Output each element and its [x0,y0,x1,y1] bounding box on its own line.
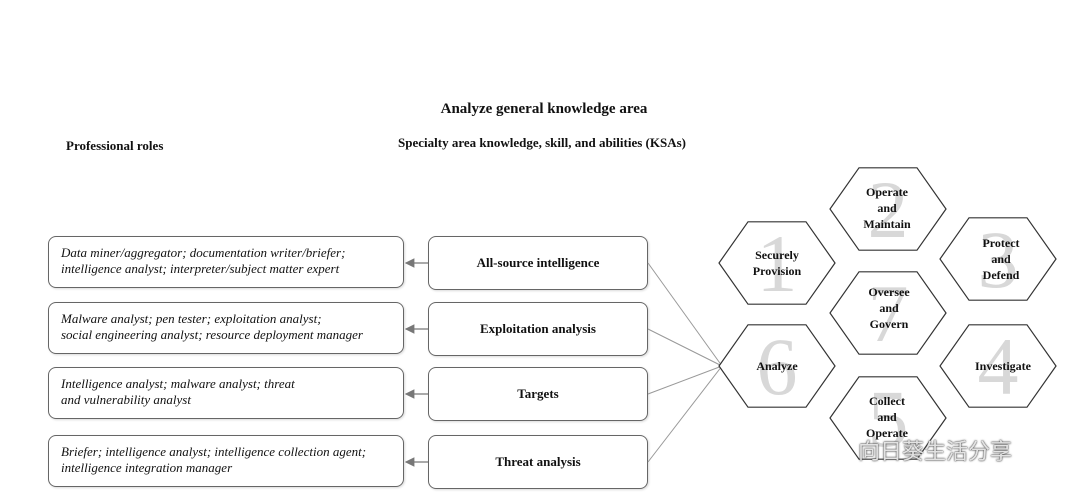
connector-line [647,365,723,395]
hexagon-collect-and-operate [829,376,947,460]
role-box-exploitation: Malware analyst; pen tester; exploitatio… [48,302,404,354]
hexagon-number: 4 [978,321,1019,412]
hex-label-analyze: Analyze [756,359,798,373]
role-text-line2: social engineering analyst; resource dep… [61,327,363,342]
hexagon-securely-provision [718,221,836,305]
diagram-subtitle: Specialty area knowledge, skill, and abi… [398,135,686,150]
watermark: 向日葵生活分享 [812,434,1012,466]
area-label: Targets [517,386,559,401]
role-text-line2: and vulnerability analyst [61,392,191,407]
professional-roles-heading: Professional roles [66,138,164,153]
area-label: Exploitation analysis [480,321,596,336]
role-box-targets: Intelligence analyst; malware analyst; t… [48,367,404,419]
hexagon-number: 3 [978,214,1019,305]
hexagon-investigate [939,324,1057,408]
area-label: All-source intelligence [476,255,600,270]
hex-label-investigate: Investigate [975,359,1031,373]
hexagon-oversee-and-govern [829,271,947,355]
diagram-title: Analyze general knowledge area [440,101,648,117]
wechat-icon [814,438,849,462]
role-text-line1: Briefer; intelligence analyst; intellige… [61,444,367,459]
hexagon-operate-and-maintain [829,167,947,251]
area-box-all-source-intelligence: All-source intelligence [428,236,648,290]
hexagon-analyze [718,324,836,408]
role-text-line2: intelligence integration manager [61,460,233,475]
area-box-targets: Targets [428,367,648,421]
role-text-line1: Intelligence analyst; malware analyst; t… [61,376,295,391]
connector-line [647,262,723,367]
hexagon-number: 6 [757,321,798,412]
area-box-exploitation-analysis: Exploitation analysis [428,302,648,356]
role-box-all-source: Data miner/aggregator; documentation wri… [48,236,404,288]
hexagon-protect-and-defend [939,217,1057,301]
area-label: Threat analysis [495,454,581,469]
watermark-text: 向日葵生活分享 [858,440,1013,465]
connector-line [647,328,723,367]
role-box-threat: Briefer; intelligence analyst; intellige… [48,435,404,487]
role-text-line1: Malware analyst; pen tester; exploitatio… [61,311,322,326]
connector-line [647,365,723,463]
hexagon-number: 5 [868,373,909,464]
role-text-line2: intelligence analyst; interpreter/subjec… [61,261,340,276]
role-text-line1: Data miner/aggregator; documentation wri… [61,245,346,260]
area-box-threat-analysis: Threat analysis [428,435,648,489]
hexagon-number: 7 [868,268,909,359]
hexagon-number: 2 [868,164,909,255]
hexagon-number: 1 [757,218,798,309]
